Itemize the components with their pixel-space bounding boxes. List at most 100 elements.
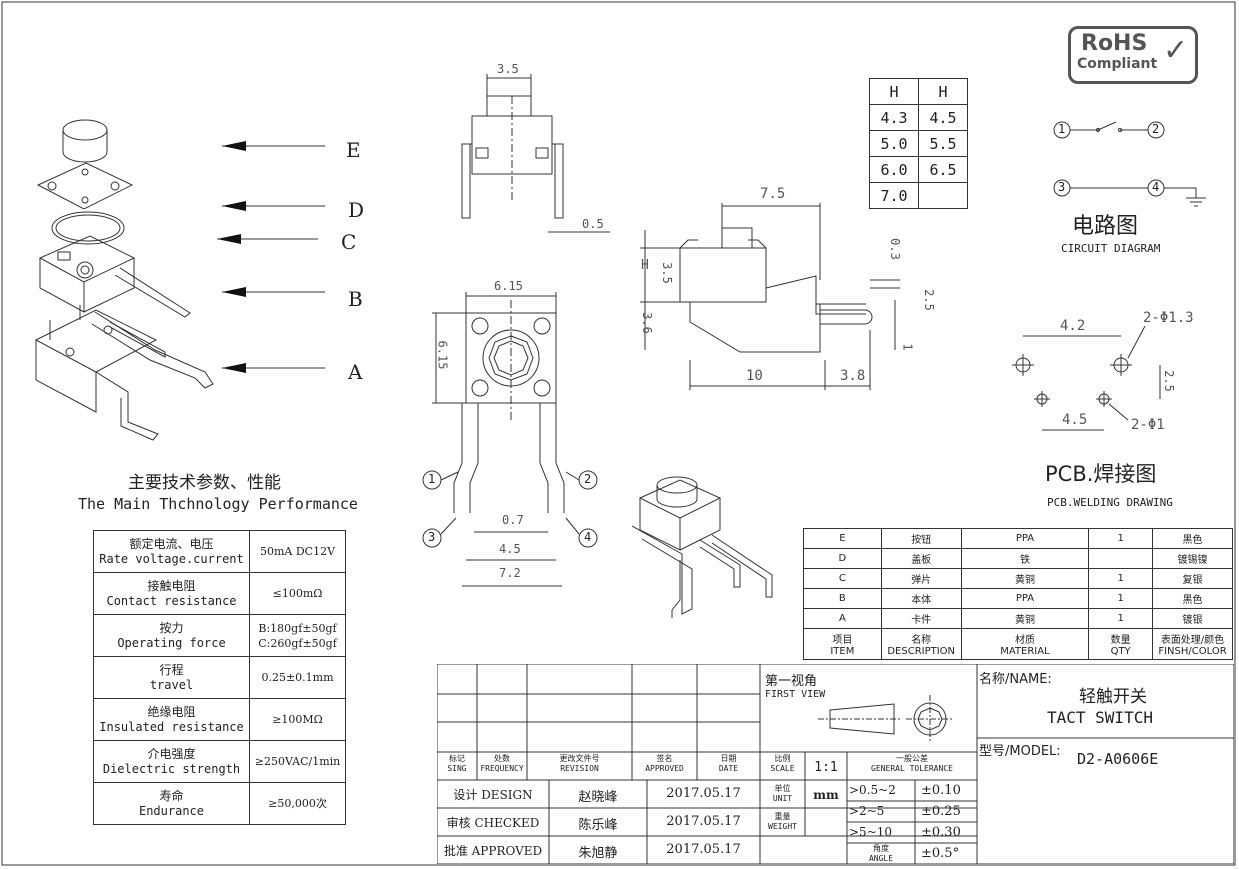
performance-value: ≥50,000次 [249,782,346,825]
pin-label-4: 4 [584,530,592,544]
circuit-pin-4: 4 [1152,180,1160,194]
bom-qty: 1 [1088,588,1154,609]
rev-date-cn: 日期 [720,754,737,763]
dim-side-base: 10 [746,368,763,384]
bom-header-cn: 名称 [911,635,932,646]
bom-mat: 铁 [960,548,1090,569]
label-c: C [341,230,357,254]
param-en: Contact resistance [106,593,237,608]
h-cell: 5.5 [918,130,968,157]
bom-header-en: ITEM [830,646,855,657]
signoff-date: 2017.05.17 [666,814,741,829]
param-en: Endurance [138,803,205,818]
tol-range: >5~10 [849,825,893,839]
h-cell: 7.0 [869,182,919,209]
dim-front-pitch: 0.7 [502,513,524,527]
signoff-date: 2017.05.17 [666,842,741,857]
signoff-role: 设计 DESIGN [453,788,533,802]
bom-header-cn: 表面处理/颜色 [1160,635,1225,646]
rev-date-en: DATE [718,764,739,773]
bom-header-en: MATERIAL [1000,646,1050,657]
tol-value: ±0.5° [921,846,960,861]
bom-item: B [803,588,882,609]
bom-header-en: FINSH/COLOR [1158,646,1227,657]
pcb-dim-3: 4.5 [1062,412,1088,428]
bom-header-cn: 数量 [1110,635,1131,646]
performance-value: 0.25±0.1mm [249,656,346,699]
circuit-title-cn: 电路图 [1072,214,1139,239]
rev-freq-cn: 处数 [494,754,510,763]
exploded-view [34,119,214,441]
param-en: Insulated resistance [99,719,244,734]
performance-value: B:180gf±50gf C:260gf±50gf [249,614,346,657]
bom-finish: 镀银 [1152,608,1233,629]
product-name-cn: 轻触开关 [1079,687,1147,707]
dim-side-width: 7.5 [760,186,786,202]
callout-arrows [217,145,325,369]
param-cn: 绝缘电阻 [147,704,196,719]
bom-qty [1088,548,1154,569]
h-cell: 5.0 [869,130,919,157]
bom-finish: 复银 [1152,568,1233,589]
rohs-label: RoHS [1081,31,1148,56]
bom-desc: 盖板 [880,548,962,569]
bom-desc: 按钮 [880,528,962,549]
rev-sing-cn: 标记 [449,754,465,763]
angle-en: ANGLE [868,854,894,863]
bom-finish: 黑色 [1152,528,1233,549]
dim-front-width: 6.15 [494,279,523,293]
pin-label-3: 3 [428,530,436,544]
scale-cn: 比例 [774,754,791,763]
bom-mat: PPA [960,588,1090,609]
signoff-name: 陈乐峰 [578,818,618,833]
product-name-en: TACT SWITCH [1047,708,1153,727]
dim-side-p: 2.5 [921,289,936,311]
iso-view [631,476,773,618]
tol-value: ±0.10 [921,783,961,798]
first-view-symbol [818,695,954,743]
signoff-name: 朱旭静 [578,846,618,861]
title-block-grid [437,664,1234,864]
param-en: Dielectric strength [102,761,241,776]
model-number: D2-A0606E [1077,750,1159,768]
circuit-pin-3: 3 [1058,180,1066,194]
param-cn: 寿命 [159,788,184,803]
label-a: A [348,360,363,384]
pin-label-2: 2 [584,472,592,486]
tol-value: ±0.30 [921,825,961,840]
h-cell [918,182,968,209]
bom-mat: 黄铜 [960,568,1090,589]
scale-en: SCALE [770,764,795,773]
param-en: travel [149,677,194,692]
bom-desc: 本体 [880,588,962,609]
performance-value: 50mA DC12V [249,530,346,573]
bom-header-cn: 项目 [832,635,853,646]
param-cn: 额定电流、电压 [129,536,214,551]
param-cn: 介电强度 [147,746,196,761]
unit-cn: 单位 [774,784,791,793]
circuit-title-en: CIRCUIT DIAGRAM [1061,242,1161,255]
dim-top-pin: 0.5 [582,217,604,231]
circuit-pin-1: 1 [1058,122,1066,136]
